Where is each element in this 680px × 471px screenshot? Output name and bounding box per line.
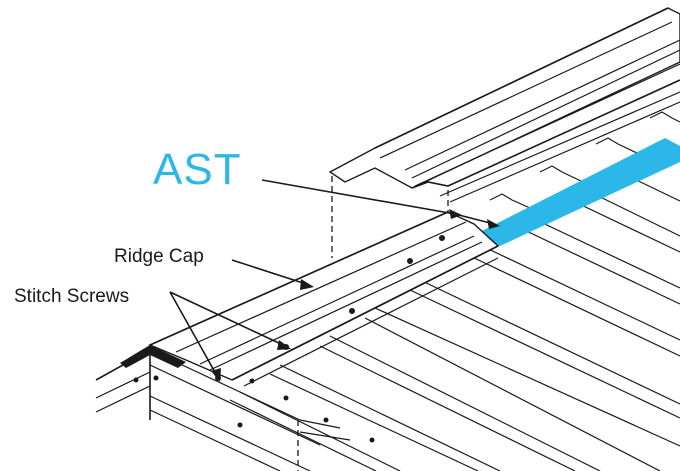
screw <box>323 417 329 423</box>
upper-ridge-cap <box>328 7 680 203</box>
lower-ridge-cap <box>120 211 500 387</box>
screw <box>369 437 375 443</box>
ridge-cap-label: Ridge Cap <box>114 246 204 267</box>
stitch-screws-label: Stitch Screws <box>14 286 130 307</box>
screw <box>349 308 355 314</box>
screw <box>133 377 139 383</box>
ast-tape <box>472 138 680 246</box>
ast-label: AST <box>153 145 242 194</box>
screw <box>283 395 289 401</box>
roof-panel-ribs <box>229 175 680 471</box>
screw <box>249 378 255 384</box>
screw <box>439 235 445 241</box>
screw <box>153 375 159 381</box>
leader-arrows <box>169 179 500 382</box>
ridge-cap-end <box>120 345 186 368</box>
end-trim <box>95 348 351 471</box>
screw <box>237 422 243 428</box>
screw <box>407 258 413 264</box>
